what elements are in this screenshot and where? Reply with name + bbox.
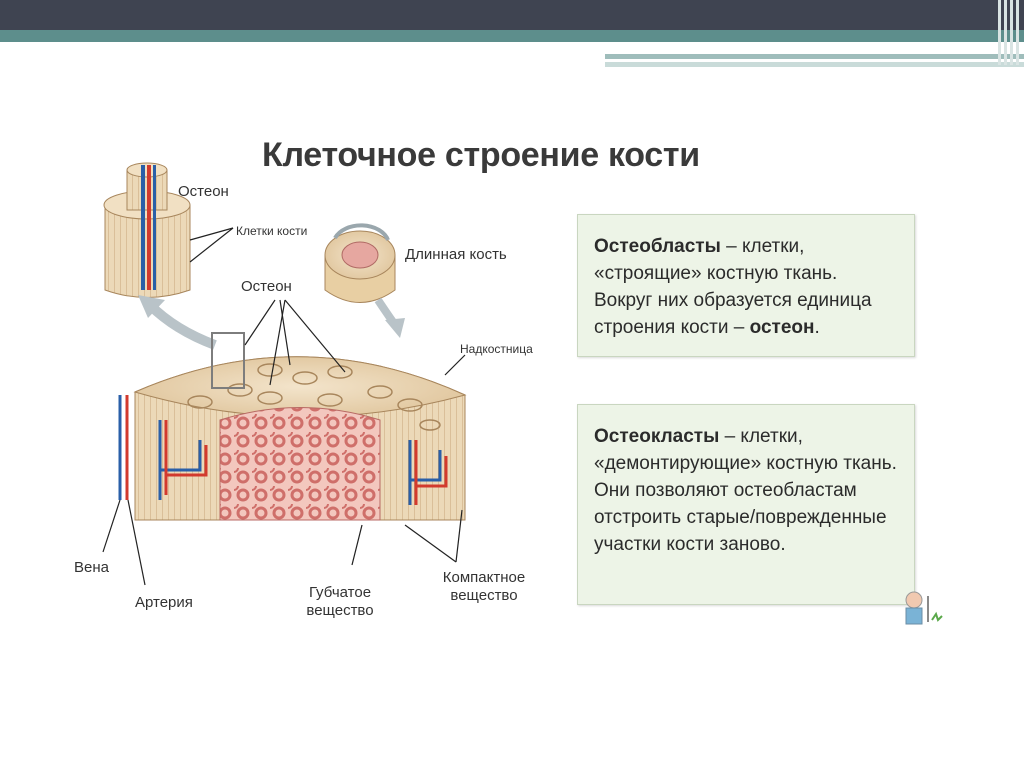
long-bone-illustration <box>324 223 396 303</box>
osteoblasts-term: Остеобласты <box>594 236 721 257</box>
osteoblasts-text: – клетки, «строящие» костную ткань. Вокр… <box>594 236 872 338</box>
bone-cross-section <box>118 332 467 521</box>
label-osteon-mid: Остеон <box>241 278 292 295</box>
label-periosteum: Надкостница <box>460 342 533 356</box>
osteoblasts-text-end: . <box>814 317 820 338</box>
slide-top-bar <box>0 0 1024 30</box>
osteoclasts-term: Остеокласты <box>594 426 720 447</box>
label-compact-line2: вещество <box>450 587 518 604</box>
label-bone-cells: Клетки кости <box>236 224 308 238</box>
cartoon-mascot-icon <box>905 591 943 625</box>
label-spongy-line1: Губчатое <box>308 584 372 601</box>
slide-corner-stripes <box>996 0 1024 65</box>
slide-accent-bar <box>0 30 1024 42</box>
osteoblasts-info-box: Остеобласты – клетки, «строящие» костную… <box>577 214 915 357</box>
slide-accent-line-light <box>605 62 1024 67</box>
osteon-term: остеон <box>749 317 815 338</box>
label-compact-substance: Компактное вещество <box>432 569 536 605</box>
slide-accent-gap <box>0 42 1024 48</box>
osteon-cutaway-illustration <box>103 162 191 298</box>
label-vein: Вена <box>74 559 109 576</box>
label-long-bone: Длинная кость <box>405 246 507 263</box>
osteoclasts-info-box: Остеокласты – клетки, «демонтирующие» ко… <box>577 404 915 605</box>
label-spongy-line2: вещество <box>306 602 374 619</box>
slide-title: Клеточное строение кости <box>262 136 700 174</box>
osteoclasts-text: – клетки, «демонтирующие» костную ткань.… <box>594 426 897 555</box>
slide-accent-line <box>605 54 1024 59</box>
label-osteon-top: Остеон <box>178 183 229 200</box>
label-artery: Артерия <box>135 594 193 611</box>
label-spongy-substance: Губчатое вещество <box>298 584 382 620</box>
label-compact-line1: Компактное <box>442 569 526 586</box>
